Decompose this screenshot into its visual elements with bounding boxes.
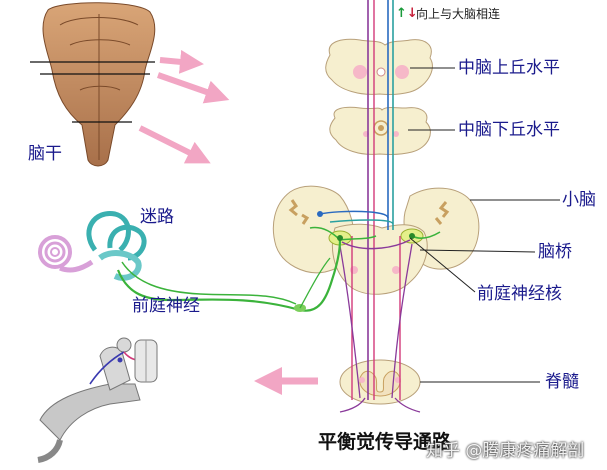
pons-label: 脑桥 xyxy=(538,242,572,262)
diagram-title: 平衡觉传导通路 xyxy=(318,431,452,453)
leader-lines xyxy=(408,67,560,383)
brainstem-label: 脑干 xyxy=(28,144,62,164)
labyrinth-label: 迷路 xyxy=(140,207,174,227)
watermark: 知乎 @腾康疼痛解剖 xyxy=(426,441,585,461)
section-arrows xyxy=(138,49,318,395)
midbrain-superior-label: 中脑上丘水平 xyxy=(458,58,560,78)
vestibular-nerve-path xyxy=(116,226,441,312)
top-note-label: 向上与大脑相连 xyxy=(416,7,501,21)
midbrain-inferior-section xyxy=(329,106,431,155)
vestibular-nerve-label: 前庭神经 xyxy=(132,296,200,316)
midbrain-superior-section xyxy=(325,38,433,95)
seated-figure-illustration xyxy=(37,337,158,463)
up-down-arrows-icon: ↑↓ xyxy=(396,6,418,21)
cerebellum-pons-section xyxy=(272,185,480,295)
vestibular-nucleus-label: 前庭神经核 xyxy=(477,284,562,304)
labyrinth-illustration xyxy=(38,211,147,281)
spinal-cord-label: 脊髓 xyxy=(545,372,579,392)
ascending-pathways xyxy=(317,0,421,413)
brainstem-illustration xyxy=(30,2,156,167)
cerebellum-label: 小脑 xyxy=(562,190,596,210)
midbrain-inferior-label: 中脑下丘水平 xyxy=(458,120,560,140)
